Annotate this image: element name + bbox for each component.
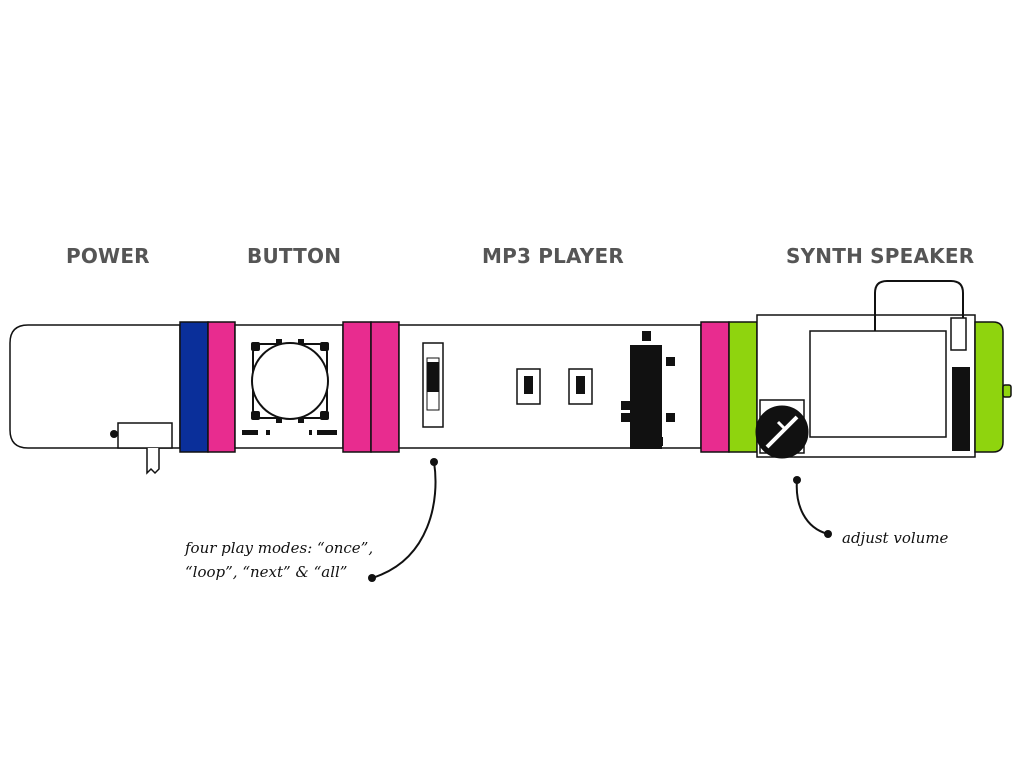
play-modes-annotation: four play modes: “once”, “loop”, “next” …	[185, 536, 373, 584]
button-module	[207, 321, 372, 453]
button-pad-3	[309, 430, 312, 435]
button-corner-br	[320, 411, 329, 420]
button-top-tab-l	[276, 339, 282, 346]
button-top-tab-r	[298, 339, 304, 346]
button-pad-2	[266, 430, 270, 435]
button-pink-connector-left	[207, 321, 236, 453]
speaker-post	[950, 317, 967, 351]
annotation-leaders	[368, 458, 832, 582]
button-label: BUTTON	[247, 244, 342, 268]
power-module	[9, 321, 209, 475]
mp3-module	[370, 321, 758, 453]
power-label: POWER	[66, 244, 150, 268]
speaker-header-pins	[952, 367, 970, 451]
sd-pin-l1	[621, 401, 630, 410]
sd-pin-top	[642, 331, 651, 341]
mp3-player-label: MP3 PLAYER	[482, 244, 624, 268]
play-modes-leader	[371, 461, 437, 579]
sd-pin-b2	[654, 437, 663, 446]
power-cable	[146, 448, 160, 475]
sd-pin-l2	[621, 413, 630, 422]
button-pad-1	[242, 430, 258, 435]
play-modes-line-1: four play modes: “once”,	[185, 539, 374, 557]
synth-speaker-module	[755, 280, 1012, 459]
button-corner-tl	[251, 342, 260, 351]
power-body	[9, 324, 181, 449]
mp3-button-2-knob	[576, 376, 585, 394]
volume-knob-mark	[776, 420, 788, 432]
volume-pointer-dot-bottom	[824, 530, 832, 538]
volume-leader	[795, 479, 829, 535]
synth-speaker-label: SYNTH SPEAKER	[786, 244, 975, 268]
speaker-cone	[809, 330, 947, 438]
button-corner-tr	[320, 342, 329, 351]
power-blue-connector	[179, 321, 209, 453]
sd-card-slot	[630, 345, 662, 449]
button-bottom-tab-l	[276, 416, 282, 423]
mp3-button-1-knob	[524, 376, 533, 394]
speaker-side-tab	[1002, 384, 1012, 398]
volume-annotation: adjust volume	[842, 529, 949, 547]
power-switch	[117, 422, 173, 449]
button-cap	[251, 342, 329, 420]
sd-pin-r1	[666, 357, 675, 366]
mp3-pink-connector-right	[700, 321, 730, 453]
button-pink-connector-right	[342, 321, 372, 453]
play-modes-line-2: “loop”, “next” & “all”	[185, 563, 348, 581]
sd-pin-b1	[633, 437, 642, 446]
speaker-green-connector	[974, 321, 1004, 453]
mode-switch-knob	[427, 362, 439, 392]
speaker-handle	[874, 280, 964, 339]
mp3-pink-connector-left	[370, 321, 400, 453]
sd-pin-r2	[666, 413, 675, 422]
volume-knob-slot	[765, 415, 799, 449]
button-pad-4	[317, 430, 337, 435]
power-switch-knob	[110, 430, 118, 438]
mp3-green-connector	[728, 321, 758, 453]
button-corner-bl	[251, 411, 260, 420]
button-bottom-tab-r	[298, 416, 304, 423]
play-modes-pointer-dot-bottom	[368, 574, 376, 582]
